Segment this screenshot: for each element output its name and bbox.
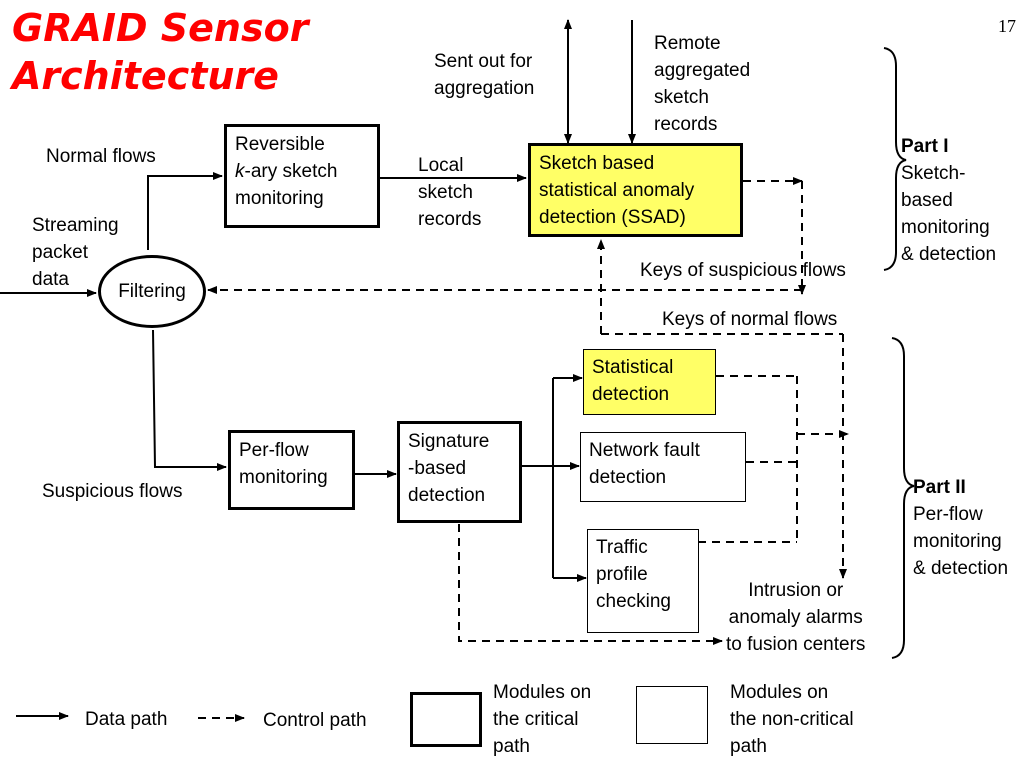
statistical-detection-module: Statistical detection [583,349,716,415]
filtering-module: Filtering [98,255,206,328]
reversible-line-2: -ary sketch [244,161,338,182]
slide-title: GRAID Sensor Architecture [12,4,308,100]
signature-to-alarm-dashed [458,524,723,645]
part1-annotation: Part I Sketch- based monitoring & detect… [901,133,996,268]
streaming-data-label: Streaming packet data [32,215,119,290]
part1-description: Sketch- based monitoring & detection [901,163,997,265]
reversible-sketch-module: Reversible k-ary sketch monitoring [224,124,380,228]
legend-noncritical-label: Modules on the non-critical path [730,682,854,757]
reversible-k: k [235,161,245,182]
keys-normal-label: Keys of normal flows [662,309,838,330]
legend-critical-swatch [410,692,482,747]
part2-bracket [891,337,915,659]
signature-detection-module: Signature -based detection [397,421,522,523]
slide-number: 17 [998,16,1016,36]
part1-bracket [883,47,907,271]
legend-critical-label: Modules on the critical path [493,682,592,757]
normal-flow-arrow [147,172,223,250]
title-line-1: GRAID Sensor [12,6,309,50]
part2-title: Part II [913,477,966,498]
normal-flows-label: Normal flows [46,146,156,167]
legend-data-path-label: Data path [85,709,168,730]
legend-noncritical-swatch [636,686,708,744]
part1-title: Part I [901,136,949,157]
reversible-line-1: Reversible [235,134,325,155]
part2-description: Per-flow monitoring & detection [913,504,1009,579]
local-sketch-label: Local sketch records [418,155,482,230]
sent-out-label: Sent out for aggregation [434,51,535,99]
remote-records-label: Remote aggregated sketch records [654,33,751,135]
part2-annotation: Part II Per-flow monitoring & detection [913,474,1008,582]
suspicious-flows-label: Suspicious flows [42,481,183,502]
reversible-line-3: monitoring [235,188,324,209]
ssad-module: Sketch based statistical anomaly detecti… [528,143,743,237]
legend-control-path-label: Control path [263,710,367,731]
keys-suspicious-label: Keys of suspicious flows [640,260,846,281]
suspicious-flow-arrow [152,329,227,471]
network-fault-module: Network fault detection [580,432,746,502]
traffic-profile-module: Traffic profile checking [587,529,699,633]
alarms-label: Intrusion or anomaly alarms to fusion ce… [726,580,866,655]
perflow-monitoring-module: Per-flow monitoring [228,430,355,510]
title-line-2: Architecture [12,54,279,98]
